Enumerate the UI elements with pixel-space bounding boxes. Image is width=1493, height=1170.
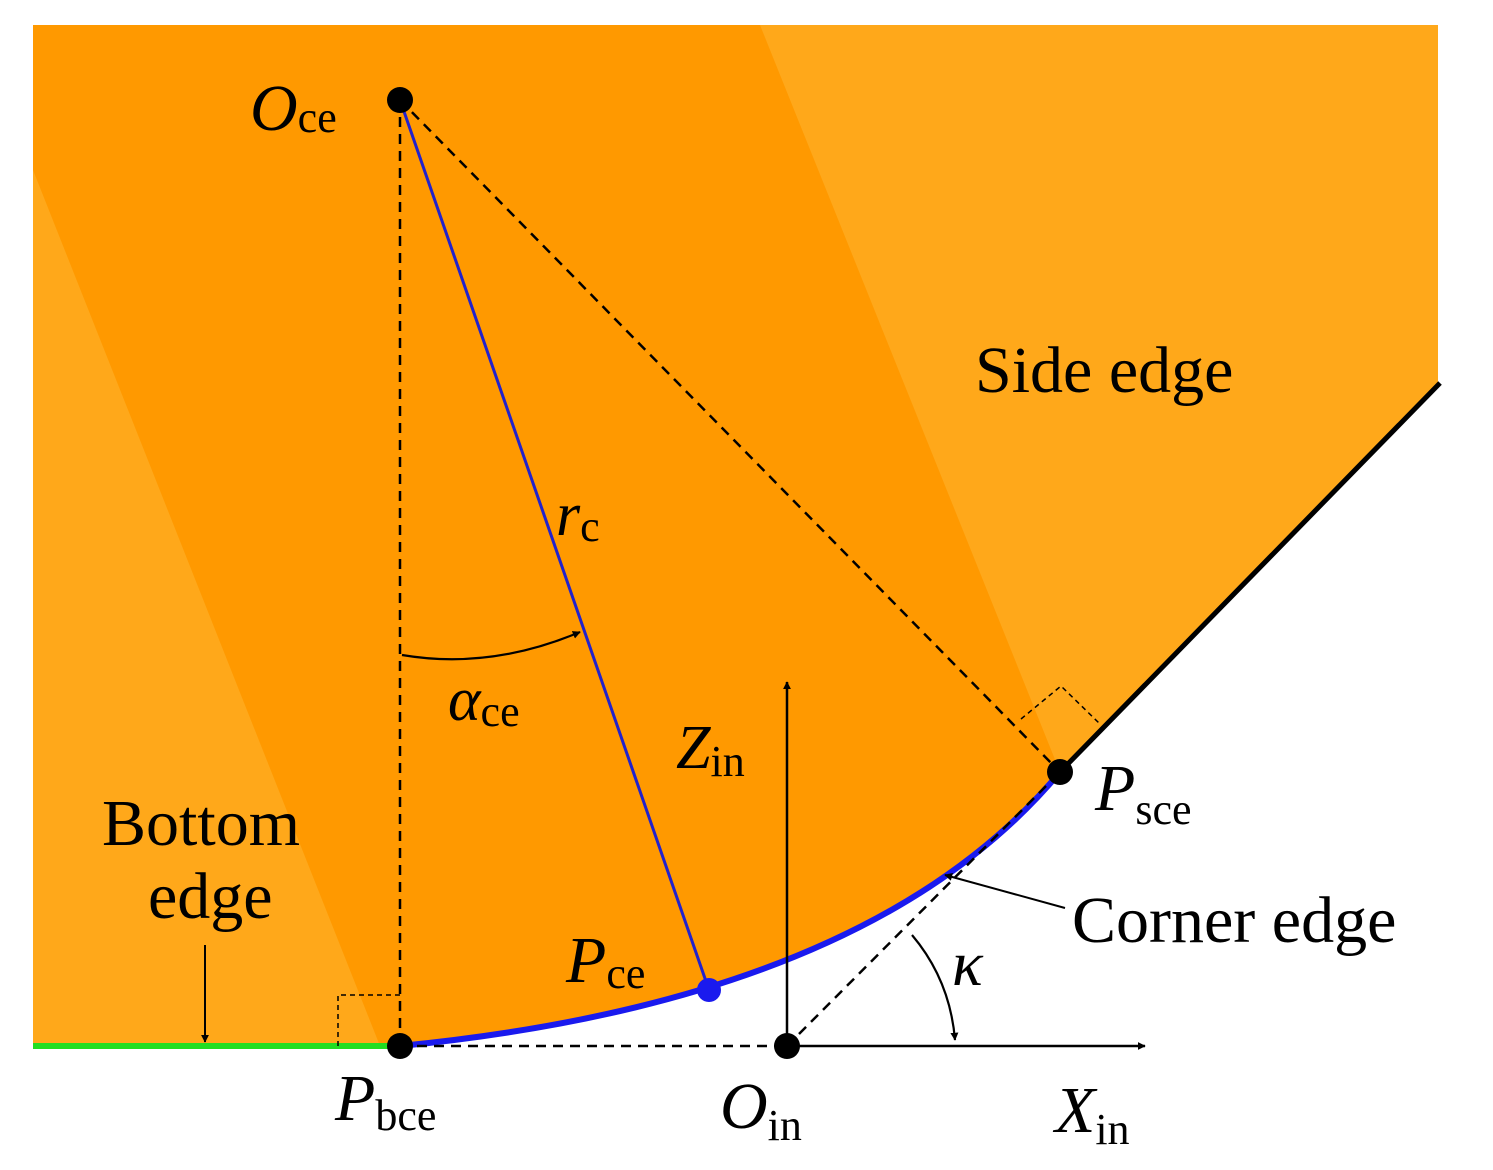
label-z-in: Zin [676,714,745,786]
label-kappa: κ [952,928,984,999]
alpha-ce-angle-arc [401,630,581,661]
point-pce [697,978,721,1002]
side-edge-line [1058,381,1442,774]
point-oce [387,87,413,113]
label-alpha-ce: αce [448,666,520,736]
dashed-oce-psce [399,99,1061,773]
label-r-c: rc [556,481,600,551]
label-p-ce: Pce [565,924,645,998]
point-oin [774,1033,800,1059]
right-angle-markers [337,684,1101,1046]
corner-edge-pointer [944,873,1066,909]
point-pbce [387,1033,413,1059]
radius-line-rc [398,99,711,991]
tool-body-shade-right-band [760,25,1438,772]
label-corner-edge: Corner edge [1072,884,1396,957]
label-p-sce: Psce [1094,752,1192,834]
tool-body-shade-left-band [33,170,380,1046]
label-bottom-edge-line2: edge [148,860,273,933]
label-o-in: Oin [720,1070,802,1150]
dashed-oin-side-extension [786,771,1061,1047]
construction-lines [398,99,1061,1048]
label-x-in: Xin [1052,1074,1130,1154]
corner-edge-arc [399,770,1063,1049]
kappa-angle-arc [911,934,959,1041]
point-psce [1047,759,1073,785]
right-angle-marker-pbce [337,994,400,1046]
label-p-bce: Pbce [334,1062,436,1140]
tool-body [33,25,1438,1046]
label-o-ce: Oce [250,72,337,145]
label-bottom-edge-line1: Bottom [102,787,300,860]
label-side-edge: Side edge [975,334,1233,407]
